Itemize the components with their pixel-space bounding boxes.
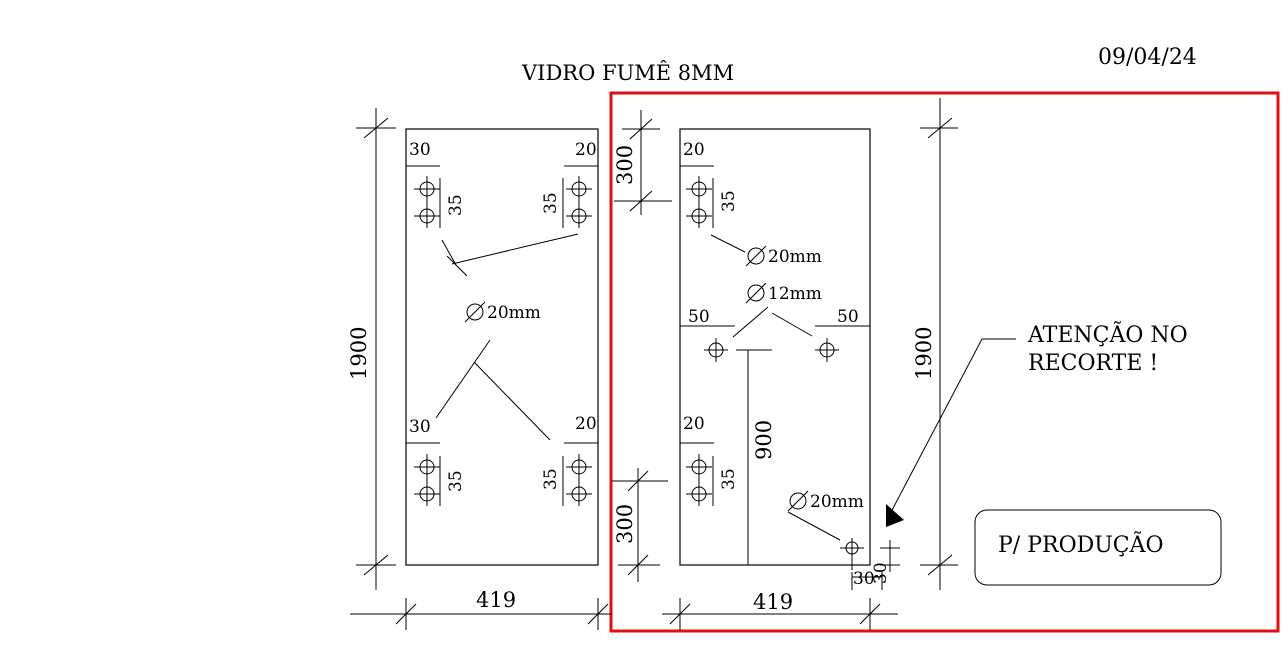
panel-left-width-label: 419 [476, 588, 516, 612]
diameter-icon [747, 247, 765, 265]
offset-label-bottom: 20 [683, 414, 705, 434]
spacing-label-bottom-left: 35 [446, 470, 466, 492]
panel-right-middle-height-dimension: 900 [736, 349, 776, 565]
panel-left: 1900 419 30 35 20 [347, 108, 612, 630]
panel-right-bottom-distance-dimension: 300 [612, 468, 668, 582]
offset-label-bottom-left: 30 [409, 417, 431, 437]
panel-right-middle-height-label: 900 [752, 420, 776, 460]
panel-left-width-dimension: 419 [350, 588, 612, 630]
panel-right-width-dimension: 419 [662, 590, 898, 630]
offset-label-top-left: 30 [409, 140, 431, 160]
panel-right-outline [679, 128, 871, 566]
panel-right-top-distance-dimension: 300 [613, 110, 672, 215]
panel-right-holes-top: 20 35 [680, 140, 739, 228]
production-stamp: P/ PRODUÇÃO [974, 509, 1222, 586]
offset-label-top: 20 [683, 140, 705, 160]
offset-label-top-right: 20 [575, 140, 597, 160]
date-label: 09/04/24 [1098, 45, 1197, 70]
notch-y-label: 30 [871, 562, 891, 584]
attention-note-line-2: RECORTE ! [1028, 351, 1158, 376]
panel-left-height-dimension: 1900 [347, 108, 396, 590]
spacing-label-top: 35 [719, 190, 739, 212]
mid-left-offset-label: 50 [688, 307, 710, 327]
drawing-title: VIDRO FUMÊ 8MM [521, 61, 734, 85]
production-stamp-label: P/ PRODUÇÃO [998, 530, 1164, 558]
panel-right-top-hole-diameter: 20mm [768, 247, 822, 267]
panel-left-holes-top-right: 20 35 [541, 140, 598, 228]
diameter-icon [747, 284, 765, 302]
panel-left-hole-diameter: 20mm [487, 303, 541, 323]
panel-left-height-label: 1900 [347, 327, 371, 380]
panel-left-holes-bottom-right: 20 35 [541, 414, 598, 506]
panel-right-middle-hole-diameter: 12mm [768, 284, 822, 304]
panel-right-notch-diameter: 20mm [810, 492, 864, 512]
panel-right: 300 300 1900 419 [612, 98, 958, 630]
panel-right-holes-bottom: 20 35 [680, 414, 739, 506]
panel-right-top-distance-label: 300 [613, 145, 637, 185]
spacing-label-top-left: 35 [446, 194, 466, 216]
panel-left-holes-bottom-left: 30 35 [406, 417, 466, 506]
offset-label-bottom-right: 20 [575, 414, 597, 434]
panel-right-middle-holes: 12mm 50 50 [680, 282, 870, 362]
panel-left-outline [405, 128, 599, 566]
arrow-head-icon [886, 504, 904, 527]
panel-right-width-label: 419 [753, 590, 793, 614]
panel-right-height-label: 1900 [912, 327, 936, 380]
panel-right-top-diameter-callout: 20mm [710, 234, 822, 267]
panel-right-notch: 20mm 30 30 [787, 490, 900, 590]
diameter-icon [466, 303, 484, 321]
attention-note-line-1: ATENÇÃO NO [1027, 320, 1188, 348]
spacing-label-bottom-right: 35 [541, 468, 561, 490]
panel-left-holes-top-left: 30 35 [406, 140, 466, 228]
panel-left-diameter-callout: 20mm [435, 233, 579, 441]
attention-note: ATENÇÃO NO RECORTE ! [886, 320, 1188, 527]
diameter-icon [789, 492, 807, 510]
spacing-label-top-right: 35 [541, 192, 561, 214]
spacing-label-bottom: 35 [719, 468, 739, 490]
notch-x-label: 30 [853, 569, 875, 589]
highlight-frame [609, 91, 1280, 633]
panel-right-bottom-distance-label: 300 [613, 504, 637, 544]
panel-right-height-dimension: 1900 [912, 98, 958, 590]
mid-right-offset-label: 50 [837, 307, 859, 327]
